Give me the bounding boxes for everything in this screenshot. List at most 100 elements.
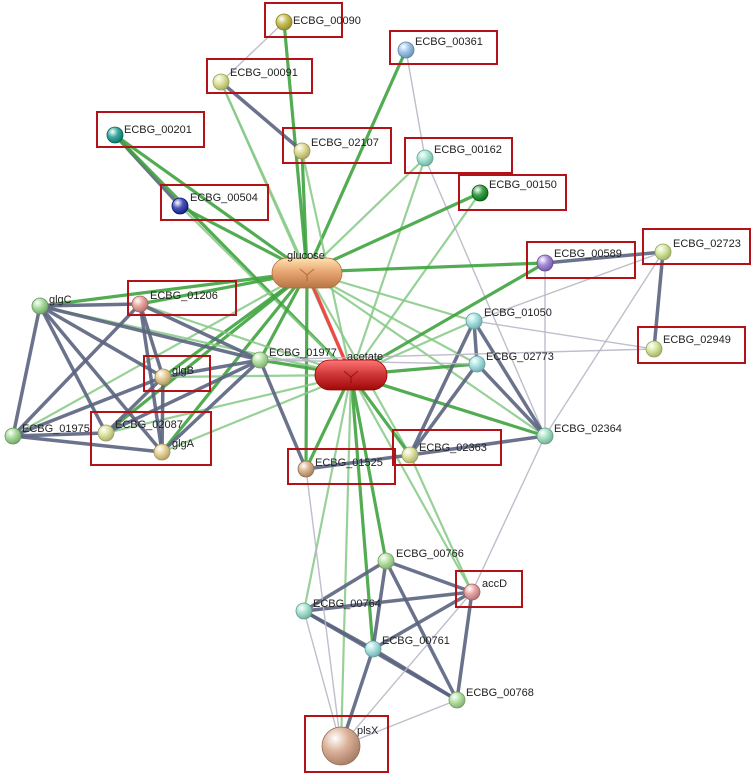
edge-glucose-ECBG_01525 bbox=[304, 270, 309, 471]
node-plsX[interactable] bbox=[321, 726, 361, 766]
highlight-box-ECBG_00504 bbox=[160, 184, 269, 221]
node-ECBG_01977[interactable] bbox=[251, 351, 269, 369]
highlight-boxes bbox=[90, 2, 751, 773]
edge-ECBG_00361-glucose bbox=[305, 48, 408, 274]
edge-ECBG_02364-accD bbox=[471, 435, 546, 593]
edge-ECBG_01977-ECBG_02949 bbox=[259, 348, 655, 361]
node-ECBG_02363[interactable] bbox=[401, 446, 419, 464]
edge-acetate-ECBG_00766 bbox=[349, 373, 388, 563]
node-ECBG_02949[interactable] bbox=[645, 340, 663, 358]
edge-acetate-accD bbox=[349, 373, 474, 594]
node-ECBG_00091[interactable] bbox=[212, 73, 230, 91]
highlight-box-ECBG_01206 bbox=[127, 280, 237, 316]
edge-ECBG_00766-ECBG_00761 bbox=[371, 559, 388, 651]
edge-glgA-ECBG_01975 bbox=[11, 434, 164, 454]
edge-acetate-ECBG_01525 bbox=[304, 373, 353, 471]
highlight-box-ECBG_02087 bbox=[90, 411, 212, 466]
highlight-box-ECBG_02107 bbox=[282, 127, 392, 164]
node-label-ECBG_00361: ECBG_00361 bbox=[415, 36, 483, 48]
edge-ECBG_02364-ECBG_02363 bbox=[408, 434, 547, 457]
node-glgC[interactable] bbox=[31, 297, 49, 315]
node-label-ECBG_00761: ECBG_00761 bbox=[382, 635, 450, 647]
highlight-box-plsX bbox=[304, 715, 389, 773]
node-label-ECBG_01975: ECBG_01975 bbox=[22, 423, 90, 435]
node-label-ECBG_00162: ECBG_00162 bbox=[434, 144, 502, 156]
highlight-box-ECBG_00091 bbox=[206, 58, 313, 94]
node-ECBG_01050[interactable] bbox=[465, 312, 483, 330]
edge-accD-ECBG_00768 bbox=[455, 590, 474, 702]
edge-ECBG_00150-glucose bbox=[305, 191, 482, 274]
highlight-box-ECBG_02949 bbox=[637, 326, 746, 364]
node-glucose[interactable] bbox=[271, 257, 343, 289]
edge-ECBG_01525-plsX bbox=[305, 468, 342, 747]
node-glgB[interactable] bbox=[154, 368, 172, 386]
node-ECBG_00589[interactable] bbox=[536, 254, 554, 272]
edge-glgC-ECBG_01975 bbox=[11, 304, 42, 438]
edge-ECBG_00090-ECBG_00091 bbox=[220, 21, 285, 83]
highlight-box-ECBG_00162 bbox=[404, 137, 513, 174]
node-ECBG_01975[interactable] bbox=[4, 427, 22, 445]
edge-ECBG_00766-ECBG_00768 bbox=[384, 559, 459, 702]
node-label-ECBG_00768: ECBG_00768 bbox=[466, 687, 534, 699]
edge-glucose-ECBG_02364 bbox=[305, 270, 547, 438]
node-label-acetate: acetate bbox=[347, 351, 383, 363]
edge-ECBG_02723-ECBG_02949 bbox=[652, 250, 665, 351]
node-ECBG_00150[interactable] bbox=[471, 184, 489, 202]
node-ECBG_02723[interactable] bbox=[654, 243, 672, 261]
node-label-ECBG_00201: ECBG_00201 bbox=[124, 124, 192, 136]
node-label-glgA: glgA bbox=[172, 438, 195, 450]
node-label-ECBG_02087: ECBG_02087 bbox=[115, 419, 183, 431]
node-label-ECBG_00090: ECBG_00090 bbox=[293, 15, 361, 27]
node-label-ECBG_02773: ECBG_02773 bbox=[486, 351, 554, 363]
node-ECBG_00764[interactable] bbox=[295, 602, 313, 620]
node-acetate[interactable] bbox=[314, 359, 388, 391]
node-ECBG_02364[interactable] bbox=[536, 427, 554, 445]
node-glgA[interactable] bbox=[153, 443, 171, 461]
edge-ECBG_02723-ECBG_02364 bbox=[544, 251, 664, 437]
node-ECBG_00162[interactable] bbox=[416, 149, 434, 167]
node-label-ECBG_00589: ECBG_00589 bbox=[554, 248, 622, 260]
node-label-plsX: plsX bbox=[357, 725, 379, 737]
edge-acetate-plsX bbox=[339, 373, 353, 748]
node-label-ECBG_00150: ECBG_00150 bbox=[489, 179, 557, 191]
node-ECBG_02107[interactable] bbox=[293, 142, 311, 160]
node-ECBG_00361[interactable] bbox=[397, 41, 415, 59]
edge-glucose-ECBG_02087 bbox=[104, 270, 309, 435]
highlight-box-ECBG_01525 bbox=[287, 448, 396, 485]
node-ECBG_02773[interactable] bbox=[468, 355, 486, 373]
highlight-box-ECBG_00090 bbox=[264, 2, 343, 38]
node-label-ECBG_00091: ECBG_00091 bbox=[230, 67, 298, 79]
edge-glucose-glgC bbox=[38, 270, 309, 308]
edge-ECBG_02107-glucose bbox=[300, 149, 309, 274]
highlight-box-ECBG_02363 bbox=[392, 429, 502, 466]
edge-glgB-ECBG_01977 bbox=[161, 358, 262, 379]
edge-ECBG_02363-accD bbox=[408, 453, 474, 594]
node-ECBG_00761[interactable] bbox=[364, 640, 382, 658]
node-ECBG_00201[interactable] bbox=[106, 126, 124, 144]
node-ECBG_01206[interactable] bbox=[131, 295, 149, 313]
node-ECBG_00766[interactable] bbox=[377, 552, 395, 570]
highlight-box-accD bbox=[455, 570, 523, 608]
edge-accD-plsX bbox=[340, 591, 473, 747]
node-ECBG_00504[interactable] bbox=[171, 197, 189, 215]
highlight-box-glgB bbox=[143, 355, 211, 392]
node-ECBG_02087[interactable] bbox=[97, 424, 115, 442]
node-ECBG_00768[interactable] bbox=[448, 691, 466, 709]
edge-glucose-ECBG_01975 bbox=[11, 270, 309, 438]
edge-ECBG_00764-accD bbox=[302, 590, 474, 613]
edge-ECBG_02773-ECBG_02363 bbox=[408, 362, 479, 457]
highlight-box-ECBG_00361 bbox=[389, 30, 498, 65]
node-ECBG_01525[interactable] bbox=[297, 460, 315, 478]
highlight-box-ECBG_02723 bbox=[642, 228, 751, 265]
network-labels: ECBG_00090ECBG_00361ECBG_00091ECBG_00201… bbox=[22, 15, 741, 737]
node-ECBG_00090[interactable] bbox=[275, 13, 293, 31]
node-label-ECBG_00764: ECBG_00764 bbox=[313, 598, 381, 610]
node-label-glgB: glgB bbox=[172, 365, 194, 377]
edge-ECBG_00768-plsX bbox=[340, 699, 458, 747]
edge-glucose-ECBG_02773 bbox=[305, 270, 479, 366]
edge-acetate-ECBG_00764 bbox=[302, 373, 353, 613]
node-accD[interactable] bbox=[463, 583, 481, 601]
edge-ECBG_00766-ECBG_00764 bbox=[302, 559, 388, 613]
node-label-accD: accD bbox=[482, 578, 507, 590]
